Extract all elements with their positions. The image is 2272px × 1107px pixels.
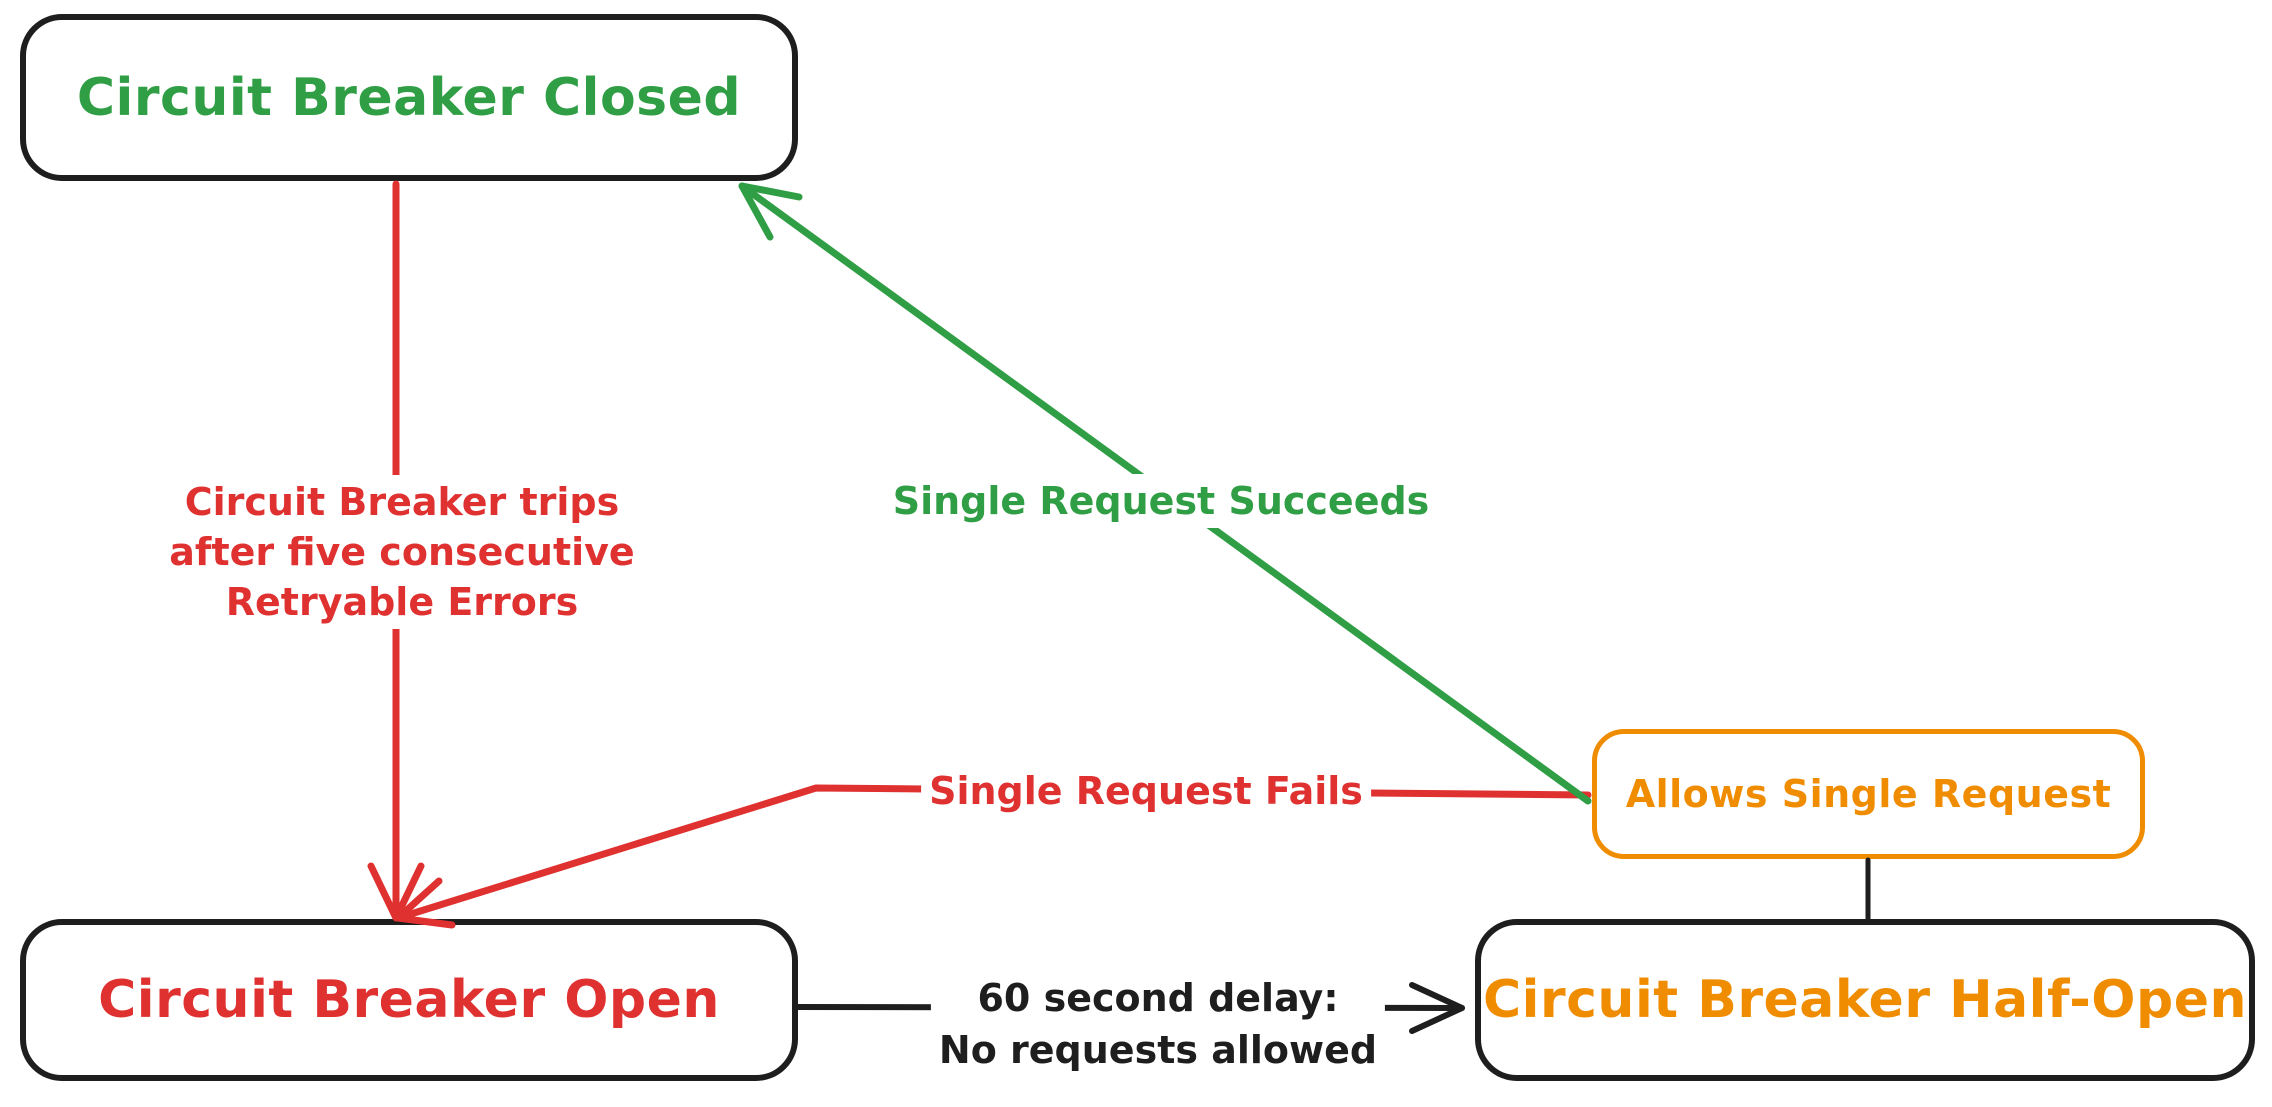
edge-trips-label-line1: Circuit Breaker trips: [184, 480, 620, 524]
edge-trips-label-line2: after five consecutive: [169, 530, 635, 574]
node-allows-single-request: Allows Single Request: [1592, 729, 2145, 859]
edge-succeeds-label: Single Request Succeeds: [884, 474, 1438, 528]
edge-delay-label-line1: 60 second delay:: [977, 976, 1339, 1020]
node-allows-single-request-label: Allows Single Request: [1625, 772, 2112, 816]
node-circuit-breaker-half-open: Circuit Breaker Half-Open: [1475, 919, 2255, 1081]
edge-trips-label-line3: Retryable Errors: [225, 580, 579, 624]
edge-fails-label: Single Request Fails: [921, 764, 1371, 818]
edge-delay-label-line2: No requests allowed: [938, 1028, 1378, 1072]
edge-delay-arrowhead: [1409, 982, 1465, 1034]
edge-fails-arrowhead: [394, 877, 456, 929]
node-circuit-breaker-open-label: Circuit Breaker Open: [98, 970, 720, 1030]
edge-succeeds-arrowhead: [738, 182, 803, 241]
node-circuit-breaker-closed: Circuit Breaker Closed: [20, 14, 798, 181]
node-circuit-breaker-open: Circuit Breaker Open: [20, 919, 798, 1081]
edge-delay-label: 60 second delay: No requests allowed: [930, 970, 1386, 1078]
edge-trips-label: Circuit Breaker trips after five consecu…: [161, 475, 643, 629]
node-circuit-breaker-half-open-label: Circuit Breaker Half-Open: [1482, 970, 2248, 1030]
node-circuit-breaker-closed-label: Circuit Breaker Closed: [76, 67, 742, 128]
